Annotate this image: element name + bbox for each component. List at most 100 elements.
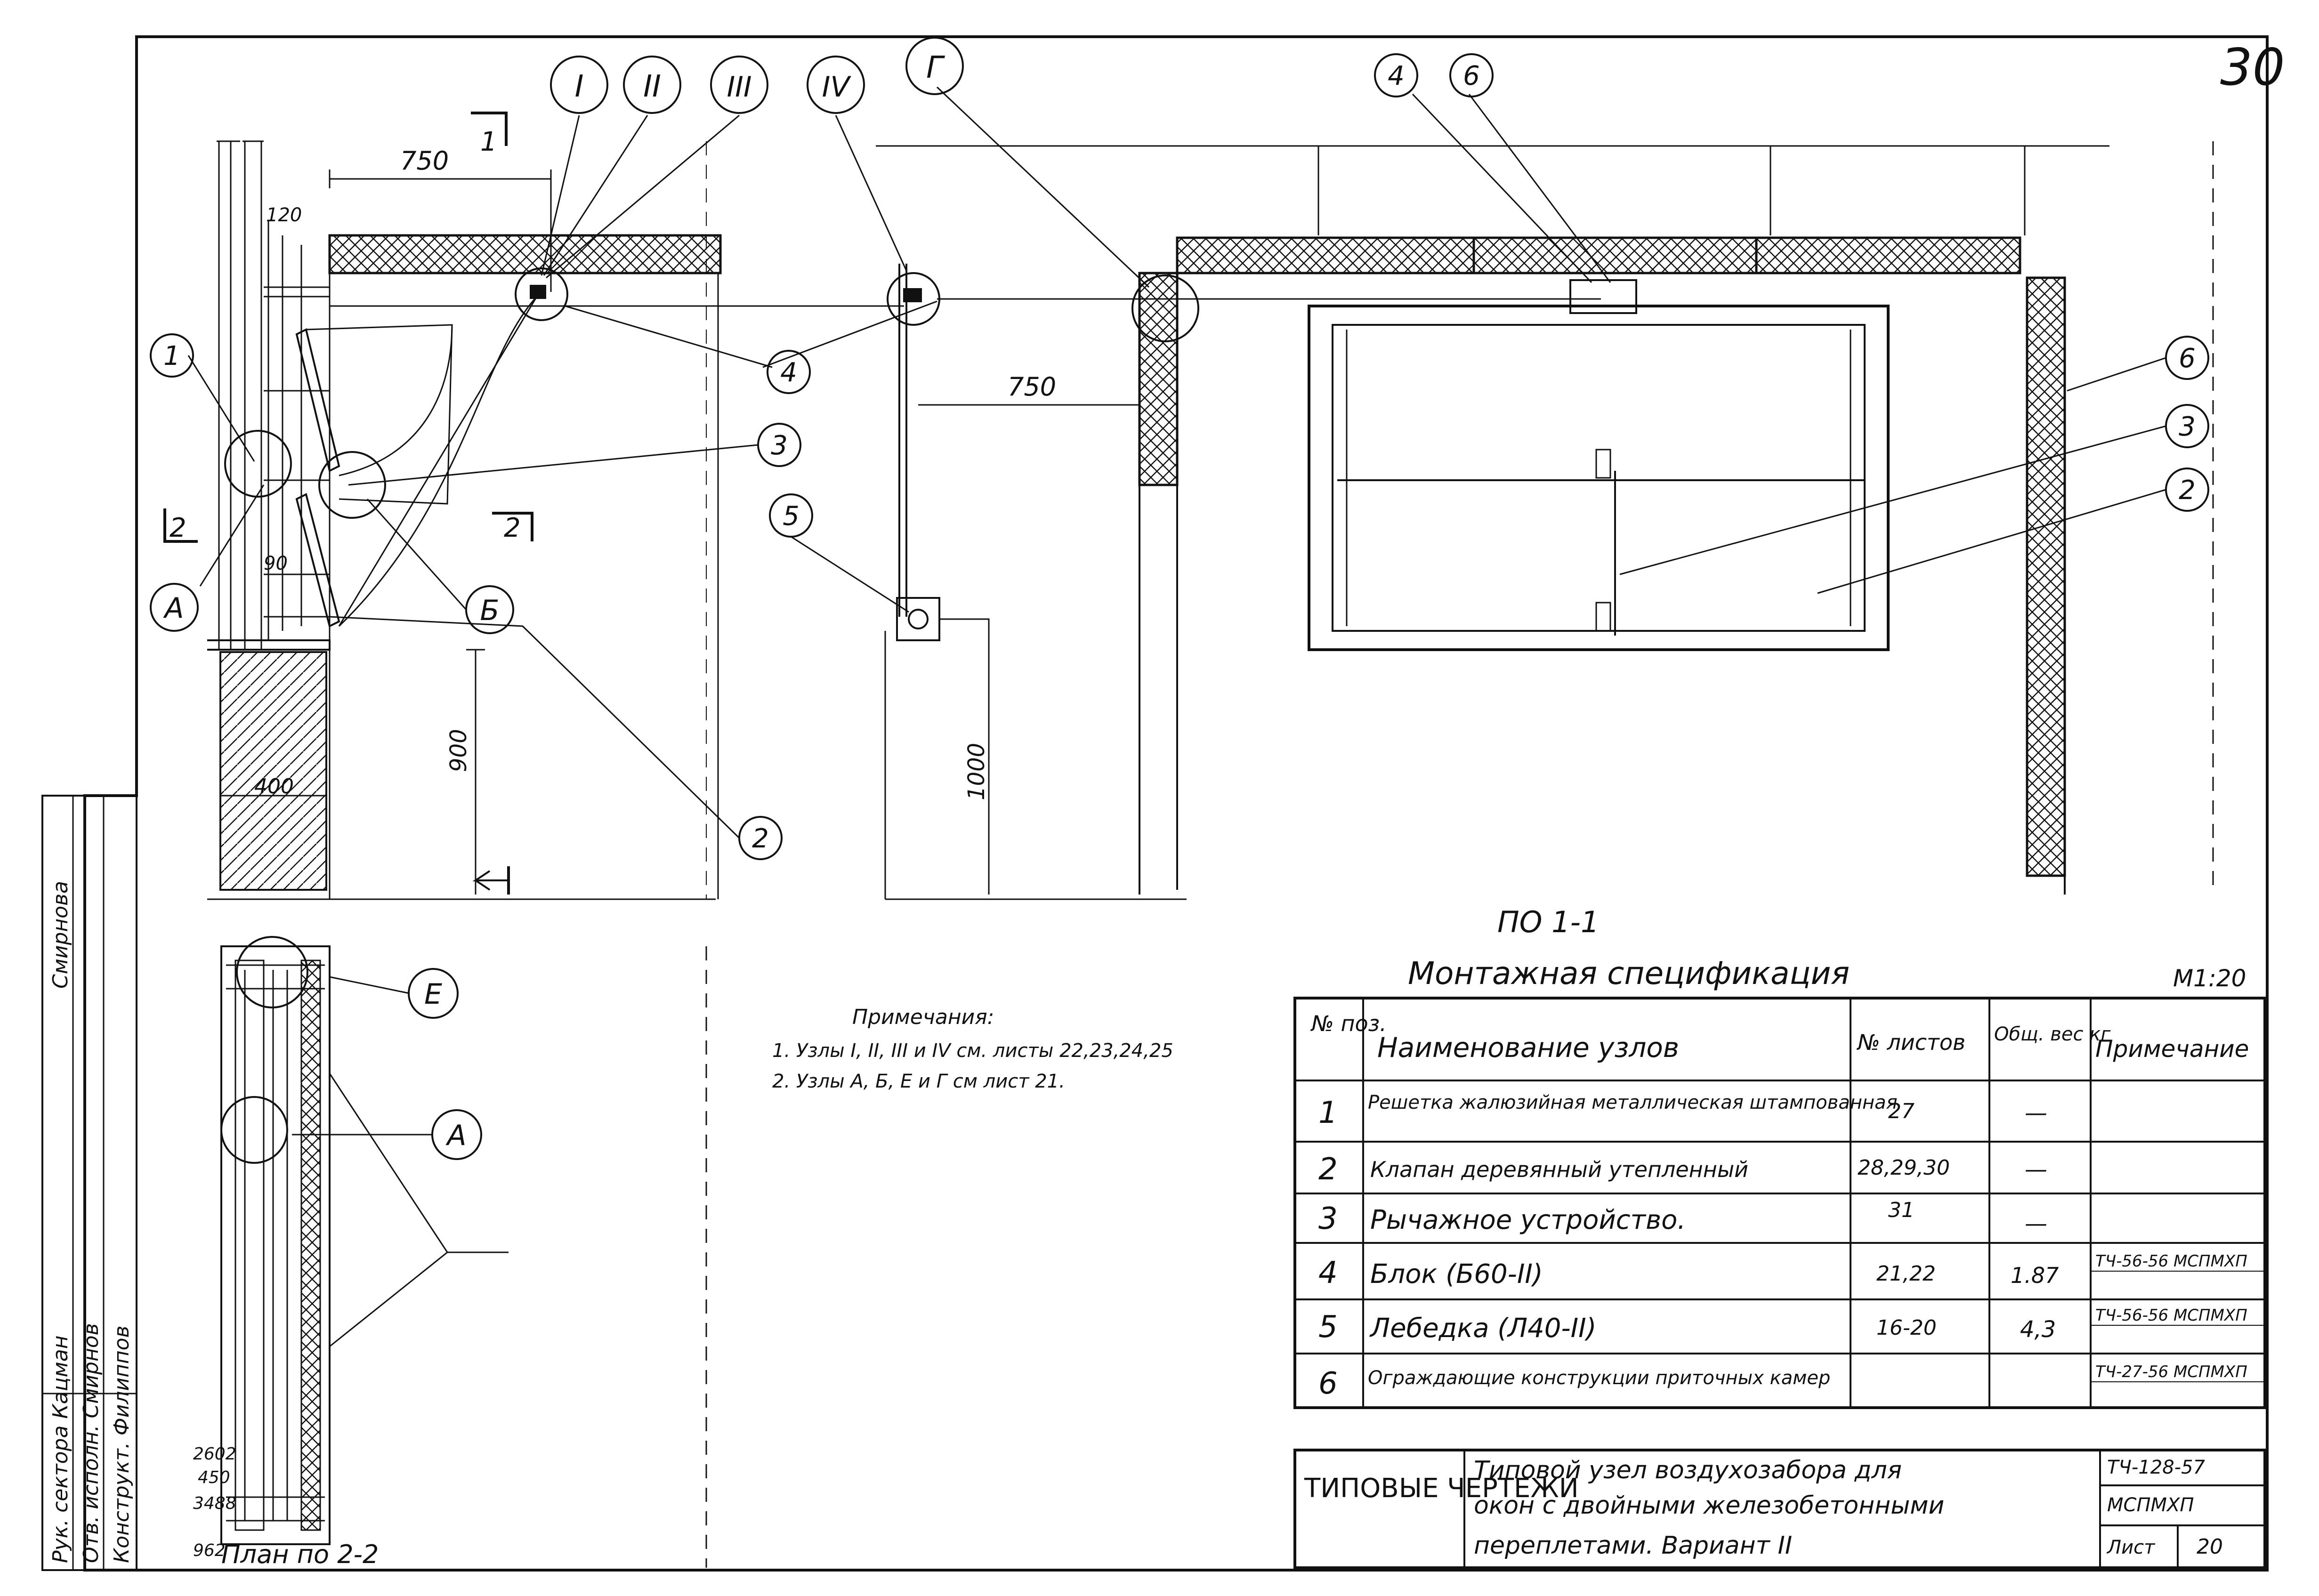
spec-header-weight: Общ. вес кг [1994,1024,2111,1045]
node-callout-A-plan [431,1109,482,1160]
pos-callout-2-left: 2 [752,823,769,854]
dim-750-mid: 750 [1008,372,1056,402]
spec-row2-pos: 2 [1318,1152,1338,1187]
spec-row5-sheets: 16-20 [1876,1316,1937,1340]
node-callout-II [623,56,681,114]
notes: Примечания: 1. Узлы I, II, III и IV см. … [772,1005,1173,1092]
section-1-1: ПО 1-1 [876,141,2214,939]
title-line-1: Типовой узел воздухозабора для [1474,1456,1902,1484]
left-section: 750 120 90 400 900 1 2 2 [163,112,904,900]
spec-row5-name: Лебедка (Л40-II) [1369,1313,1597,1344]
spec-row4-sheets: 21,22 [1876,1262,1936,1286]
node-e-circle [236,936,308,1008]
spec-row1-name: Решетка жалюзийная металлическая штампов… [1368,1092,1898,1113]
node-label-G: Г [926,50,945,85]
insulation-panel-3 [1755,236,2021,274]
node-label-I: I [575,69,584,104]
spec-header-note: Примечание [2095,1035,2249,1063]
pos-callout-1: 1 [163,341,180,371]
pos-callout-3-left: 3 [771,430,788,461]
plan-dim-962: 962 [193,1541,226,1560]
node-callout-A [150,583,199,632]
node-label-A-plan: А [445,1119,466,1152]
title-series: ТИПОВЫЕ ЧЕРТЕЖИ [1304,1473,1579,1504]
plan-dim-3488: 3488 [193,1494,236,1513]
spec-scale: М1:20 [2173,965,2246,992]
spec-row6-pos: 6 [1318,1366,1338,1401]
pos-callout-5: 5 [783,501,800,532]
spec-row1-sheets: 27 [1888,1099,1915,1123]
spec-row4-name: Блок (Б60-II) [1370,1259,1543,1290]
title-line-3: переплетами. Вариант II [1474,1532,1792,1560]
note-1: 1. Узлы I, II, III и IV см. листы 22,23,… [772,1040,1173,1062]
pos-callout-3-right: 3 [2179,411,2196,442]
stamp-row-3: Конструкт. Филиппов [110,1326,134,1563]
insulation-panel-1 [1176,236,1475,274]
notes-title: Примечания: [852,1005,994,1029]
insulation-panel-2 [1472,236,1758,274]
spec-row3-name: Рычажное устройство. [1370,1205,1686,1235]
plan-dim-450: 450 [198,1468,230,1487]
spec-row2-sheets: 28,29,30 [1858,1156,1950,1180]
pos-callout-4-left: 4 [780,357,797,388]
stamp-row-1: Рук. сектора Кацман [48,1336,73,1563]
spec-header-pos: № поз. [1310,1011,1387,1036]
spec-row4-weight: 1.87 [2011,1263,2059,1288]
stamp-row-2: Отв. исполн. Смирнов [79,1323,103,1563]
plan-2-2: План по 2-2 2602 450 3488 962 [193,936,707,1569]
spec-row1-pos: 1 [1318,1096,1338,1130]
left-wall-insulation [1138,272,1179,486]
spec-row5-note: ТЧ-56-56 МСПМХП [2095,1306,2247,1325]
spec-header-name: Наименование узлов [1377,1032,1679,1064]
title-org: МСПМХП [2107,1494,2194,1516]
insulation-panel-left [328,234,722,274]
stamp-upper: Смирнова [48,881,73,989]
dim-900: 900 [445,729,472,772]
title-code: ТЧ-128-57 [2107,1457,2206,1478]
dim-90: 90 [264,553,288,574]
node-callout-IV [807,56,865,114]
cut-mark-2-left: 2 [170,513,186,543]
dim-400: 400 [254,774,294,798]
node-callout-III [710,56,768,114]
spec-row5-pos: 5 [1318,1310,1338,1345]
spec-row4-pos: 4 [1318,1256,1338,1290]
pos-callout-2-right: 2 [2179,475,2196,506]
right-wall-insulation [2026,276,2066,877]
node-label-II: II [643,69,661,104]
spec-row5-weight: 4,3 [2020,1316,2056,1343]
cut-mark-1-top: 1 [480,127,497,157]
spec-row1-weight: — [2025,1100,2047,1126]
section-1-1-label: ПО 1-1 [1497,905,1599,939]
spec-row3-weight: — [2025,1210,2047,1237]
node-callout-E [408,968,459,1019]
spec-row6-note: ТЧ-27-56 МСПМХП [2095,1362,2247,1381]
node-a-circle [224,430,292,498]
spec-row3-sheets: 31 [1888,1198,1915,1222]
winch-column: 750 1000 [884,264,1187,900]
dim-750-left: 750 [400,146,449,176]
node-b-circle [318,451,386,519]
spec-row6-name: Ограждающие конструкции приточных камер [1368,1367,1830,1389]
node-label-A: А [162,592,184,625]
pos-callout-6-top: 6 [1463,61,1480,91]
node-label-B: Б [480,594,499,627]
node-label-E: Е [424,978,442,1011]
node-g-circle [1131,274,1199,342]
pos-callout-6-right: 6 [2179,343,2196,374]
note-2: 2. Узлы А, Б, Е и Г см лист 21. [772,1071,1065,1092]
title-line-2: окон с двойными железобетонными [1474,1491,1944,1520]
spec-row2-name: Клапан деревянный утепленный [1370,1157,1748,1182]
spec-row2-weight: — [2025,1156,2047,1183]
node-callout-B [465,585,514,634]
node-label-III: III [727,71,751,104]
pulley-block [1569,279,1637,314]
masonry-wall [219,651,327,891]
plan-2-2-label: План по 2-2 [221,1540,379,1569]
node-a-plan-circle [220,1096,288,1164]
spec-row3-pos: 3 [1318,1201,1338,1236]
leader-lines [187,86,2166,1136]
title-sheet-label: Лист [2106,1537,2156,1558]
node-callout-I [550,56,608,114]
